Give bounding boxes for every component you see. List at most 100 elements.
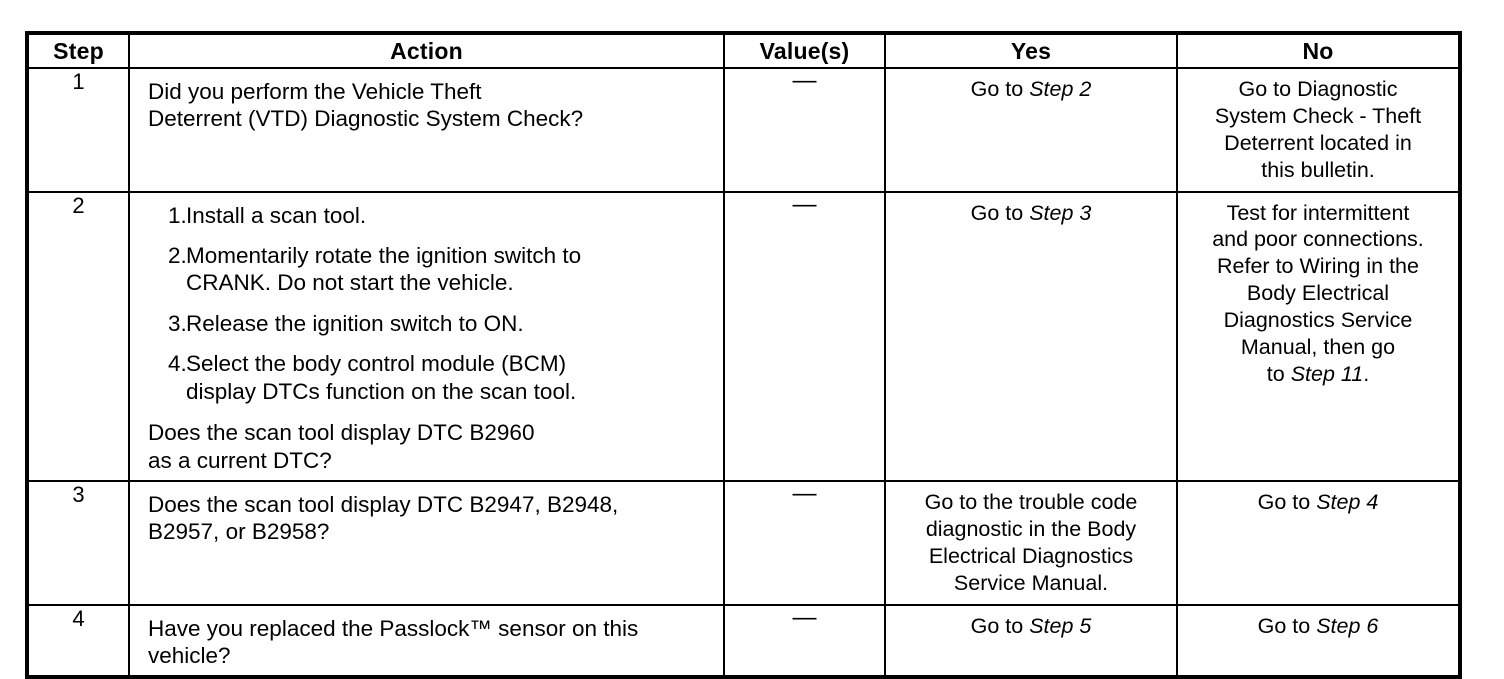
column-header-values: Value(s): [723, 32, 886, 69]
action-question-line: as a current DTC?: [148, 447, 332, 473]
table-header: Step Action Value(s) Yes No: [26, 32, 1461, 69]
column-header-step: Step: [26, 32, 130, 69]
procedure-item-text: Momentarily rotate the ignition switch t…: [186, 242, 713, 297]
procedure-item-number: 2.: [168, 242, 187, 268]
action-question-line: Does the scan tool display DTC B2960: [148, 420, 535, 446]
cell-no-branch-line: Go to Diagnostic: [1238, 77, 1398, 101]
goto-step-text: Go to Step 6: [1257, 613, 1379, 638]
action-question-line: Did you perform the Vehicle Theft: [148, 79, 482, 104]
action-question-line: Does the scan tool display DTC B2947, B2…: [148, 492, 619, 517]
action-content: Does the scan tool display DTC B2947, B2…: [130, 482, 723, 552]
action-content: 1.Install a scan tool. 2.Momentarily rota…: [130, 193, 723, 481]
value-content: —: [725, 69, 884, 93]
procedure-item-number: 3.: [168, 310, 187, 336]
goto-step-text: Go to Step 5: [970, 613, 1092, 638]
diagnostic-procedure-table: Step Action Value(s) Yes No 1 Did you per…: [25, 31, 1462, 679]
column-header-yes: Yes: [884, 32, 1178, 69]
action-question-line: B2957, or B2958?: [148, 519, 330, 545]
cell-yes-branch-line: Electrical Diagnostics: [928, 543, 1134, 568]
action-question-line: Deterrent (VTD) Diagnostic System Check?: [148, 106, 584, 132]
column-header-no: No: [1176, 32, 1461, 69]
cell-no-branch: Go to Step 4: [1176, 480, 1461, 606]
value-dash: —: [792, 603, 817, 631]
value-content: —: [725, 603, 884, 631]
procedure-list-item: 1.Install a scan tool.: [148, 202, 713, 229]
procedure-item-number: 1.: [168, 202, 187, 228]
procedure-item-line: Momentarily rotate the ignition switch t…: [186, 242, 582, 268]
value-content: —: [725, 190, 884, 218]
procedure-item-text: Select the body control module (BCM)disp…: [186, 350, 713, 405]
procedure-list: 1.Install a scan tool. 2.Momentarily rota…: [148, 202, 713, 406]
cell-yes-branch: Go to Step 5: [884, 603, 1178, 679]
procedure-item-line: CRANK. Do not start the vehicle.: [186, 270, 514, 296]
step-reference: Step 5: [1029, 613, 1092, 638]
cell-value: —: [723, 190, 886, 482]
procedure-item-line: Release the ignition switch to ON.: [186, 310, 524, 336]
cell-step-number: 3: [26, 480, 130, 606]
step-reference: Step 3: [1029, 200, 1092, 225]
procedure-list-item: 2.Momentarily rotate the ignition switch…: [148, 242, 713, 297]
table-row: 4 Have you replaced the Passlock™ sensor …: [26, 603, 1461, 679]
step-reference: Step 11: [1290, 361, 1364, 386]
procedure-item-line: display DTCs function on the scan tool.: [186, 378, 577, 404]
action-question-line: vehicle?: [148, 642, 231, 668]
cell-yes-branch-line: diagnostic in the Body: [925, 516, 1137, 541]
cell-no-branch-line: Manual, then go: [1240, 334, 1396, 359]
cell-value: —: [723, 603, 886, 679]
cell-yes-branch: Go to Step 2: [884, 67, 1178, 193]
column-header-action: Action: [128, 32, 725, 69]
cell-yes-branch-line: Service Manual.: [953, 570, 1109, 595]
value-dash: —: [792, 480, 817, 507]
action-question: Have you replaced the Passlock™ sensor o…: [148, 615, 638, 670]
cell-step-number: 4: [26, 603, 130, 679]
step-reference: Step 2: [1029, 77, 1092, 101]
value-dash: —: [792, 190, 817, 218]
cell-yes-branch-content: Go to Step 2: [886, 69, 1176, 113]
goto-step-text: Go to Step 2: [970, 77, 1092, 101]
step-number-text: 3: [72, 482, 85, 507]
action-question: Does the scan tool display DTC B2947, B2…: [148, 491, 618, 546]
procedure-item-text: Install a scan tool.: [186, 202, 713, 229]
cell-action: 1.Install a scan tool. 2.Momentarily rota…: [128, 190, 725, 482]
step-number-text: 4: [72, 605, 85, 631]
cell-yes-branch-content: Go to Step 3: [886, 193, 1176, 237]
procedure-item-text: Release the ignition switch to ON.: [186, 310, 713, 337]
step-reference: Step 4: [1316, 490, 1379, 514]
cell-no-branch-content: Go to Step 6: [1178, 606, 1458, 650]
step-reference: Step 6: [1316, 613, 1379, 638]
cell-no-branch-line: Test for intermittent: [1226, 200, 1410, 225]
cell-value: —: [723, 480, 886, 606]
goto-step-text: Go to Step 3: [970, 200, 1092, 225]
goto-step-text: Go to Step 4: [1257, 490, 1379, 514]
table-row: 3 Does the scan tool display DTC B2947, B…: [26, 480, 1461, 606]
procedure-list-item: 4.Select the body control module (BCM)di…: [148, 350, 713, 405]
cell-no-branch-line: this bulletin.: [1261, 157, 1375, 182]
step-number-text: 1: [72, 69, 85, 94]
value-dash: —: [792, 67, 817, 94]
table-row: 2 1.Install a scan tool. 2.Momentarily rot…: [26, 190, 1461, 482]
header-row: Step Action Value(s) Yes No: [26, 32, 1461, 69]
cell-no-branch: Go to Step 6: [1176, 603, 1461, 679]
procedure-item-line: Install a scan tool.: [186, 202, 367, 228]
cell-action: Have you replaced the Passlock™ sensor o…: [128, 603, 725, 679]
cell-step-number: 2: [26, 190, 130, 482]
cell-step-number: 1: [26, 67, 130, 193]
cell-yes-branch-line: Go to the trouble code: [924, 490, 1138, 514]
action-content: Have you replaced the Passlock™ sensor o…: [130, 606, 723, 676]
